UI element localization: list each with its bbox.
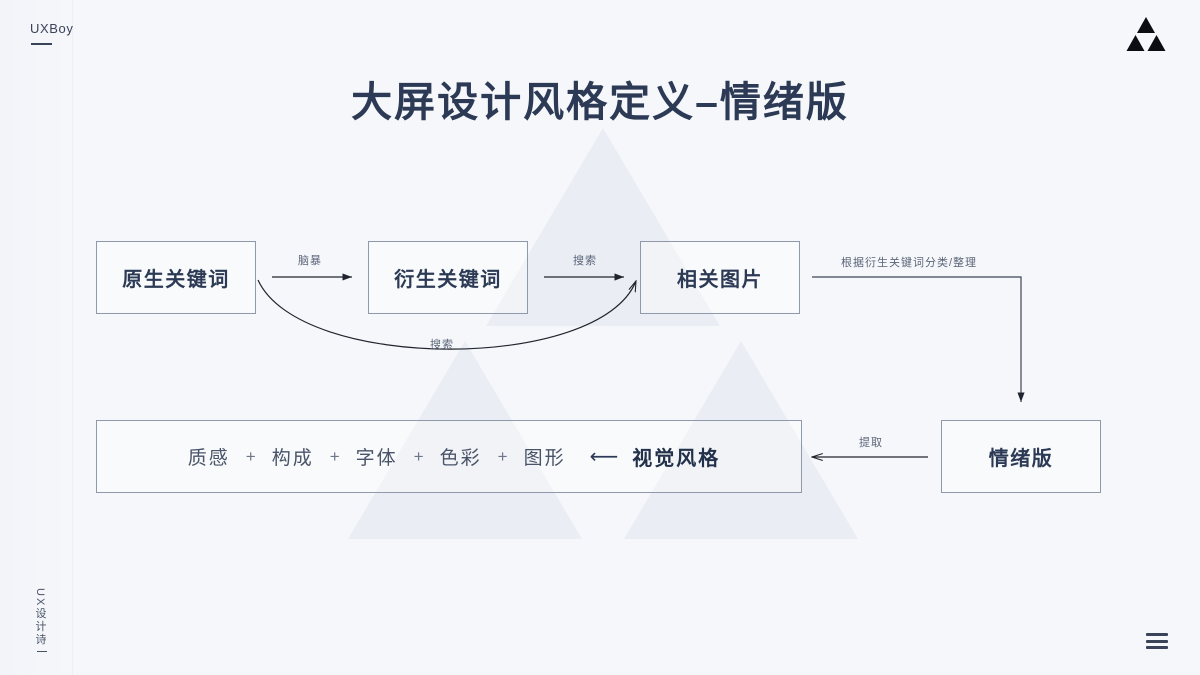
style-item-typography: 字体: [355, 448, 398, 469]
node-derived-keyword[interactable]: 衍生关键词: [368, 241, 528, 314]
style-plus-3: +: [413, 446, 424, 466]
style-item-graphics: 图形: [523, 448, 566, 469]
page-title: 大屏设计风格定义–情绪版: [351, 79, 849, 125]
left-accent-band: [0, 0, 73, 675]
left-arrow-icon: ⟵: [589, 445, 619, 468]
edge-label-search-curved: 搜索: [430, 339, 454, 351]
triple-triangle-logo-icon: [1126, 17, 1166, 51]
footer-vertical-label: UX设计诗: [34, 588, 46, 647]
style-item-texture: 质感: [187, 448, 230, 469]
style-item-color: 色彩: [439, 448, 482, 469]
menu-line-2: [1146, 639, 1168, 643]
style-plus-4: +: [497, 446, 508, 466]
menu-line-1: [1146, 633, 1168, 636]
visual-style-bar[interactable]: 质感 + 构成 + 字体 + 色彩 + 图形 ⟵ 视觉风格: [96, 420, 802, 493]
brand-wordmark: UXBoy: [30, 21, 74, 36]
node-native-keyword[interactable]: 原生关键词: [96, 241, 256, 314]
style-result-visual-style: 视觉风格: [632, 448, 721, 470]
style-plus-1: +: [245, 446, 256, 466]
hamburger-menu-icon[interactable]: [1146, 633, 1168, 649]
style-plus-2: +: [329, 446, 340, 466]
menu-line-3: [1146, 646, 1168, 649]
edge-label-classify: 根据衍生关键词分类/整理: [841, 257, 978, 269]
footer-underline-rule: [37, 651, 47, 652]
edge-label-brainstorm: 脑暴: [298, 255, 322, 267]
node-related-images[interactable]: 相关图片: [640, 241, 800, 314]
edge-label-extract: 提取: [859, 437, 883, 449]
node-mood-board[interactable]: 情绪版: [941, 420, 1101, 493]
edge-label-search-direct: 搜索: [573, 255, 597, 267]
brand-underline-rule: [31, 43, 52, 45]
style-item-composition: 构成: [271, 448, 314, 469]
